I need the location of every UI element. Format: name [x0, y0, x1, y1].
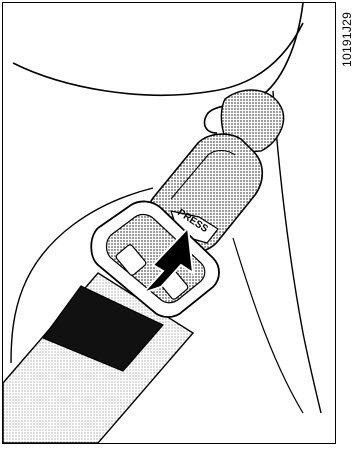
seat-outline: [13, 23, 303, 95]
seatbelt-buckle-illustration: PRESS: [3, 3, 335, 443]
illustration-frame: PRESS: [2, 2, 336, 444]
seat-outline: [273, 91, 321, 413]
seat-outline: [233, 238, 303, 413]
figure-reference-code: 10191J29: [337, 4, 357, 74]
